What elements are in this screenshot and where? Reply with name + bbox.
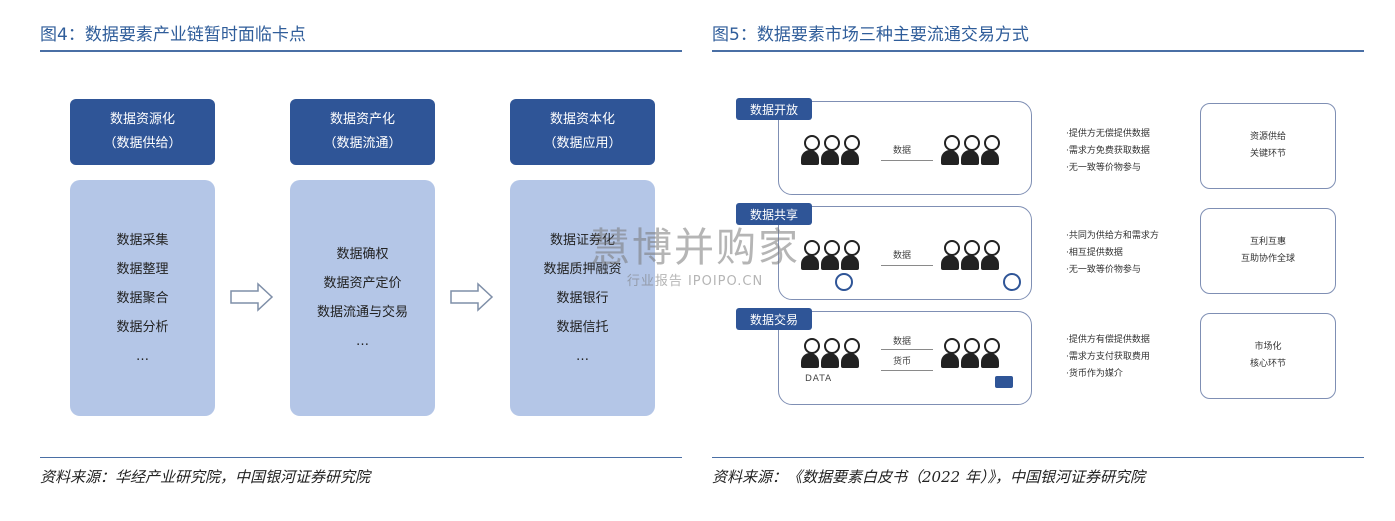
column-3-item: 数据信托 bbox=[556, 319, 609, 335]
people-group-icon bbox=[941, 135, 1000, 167]
bullet: ·需求方免费获取数据 bbox=[1066, 146, 1150, 156]
column-2-item: 数据流通与交易 bbox=[316, 305, 408, 320]
right-title-rule bbox=[712, 50, 1364, 52]
bullet: ·相互提供数据 bbox=[1066, 248, 1123, 258]
left-figure-title: 图4：数据要素产业链暂时面临卡点 bbox=[40, 25, 306, 45]
row-1-bullets: ·提供方无偿提供数据 ·需求方免费获取数据 ·无一致等价物参与 bbox=[1066, 126, 1150, 177]
right-figure-panel: 数据 数据开放 ·提供方无偿提供数据 ·需求方免费获取数据 ·无一致等价物参与 … bbox=[728, 76, 1368, 456]
column-1-item: 数据采集 bbox=[116, 232, 169, 248]
row-3-mid-top: 数据 bbox=[893, 337, 912, 347]
people-group-icon bbox=[801, 338, 860, 370]
watermark-main: 慧博并购家 bbox=[590, 225, 800, 271]
side-text: 关键环节 bbox=[1249, 149, 1286, 159]
column-1-body: 数据采集 数据整理 数据聚合 数据分析 … bbox=[70, 180, 215, 416]
flow-line bbox=[881, 349, 933, 350]
arrow-icon bbox=[230, 282, 274, 312]
watermark: 慧博并购家 行业报告 IPOIPO.CN bbox=[590, 226, 800, 289]
people-group-icon bbox=[801, 135, 860, 167]
right-figure-title: 图5：数据要素市场三种主要流通交易方式 bbox=[712, 25, 1029, 45]
people-group-icon bbox=[941, 338, 1000, 370]
column-2-header-line1: 数据资产化 bbox=[329, 112, 395, 127]
column-1-header-line2: （数据供给） bbox=[103, 136, 182, 151]
flow-line bbox=[881, 160, 933, 161]
left-source-rule bbox=[40, 457, 682, 458]
left-figure-panel: 数据资源化 （数据供给） 数据采集 数据整理 数据聚合 数据分析 … 数据资产化… bbox=[40, 76, 680, 456]
left-title-rule bbox=[40, 50, 682, 52]
column-2-header-line2: （数据流通） bbox=[323, 136, 402, 151]
column-2-item: 数据资产定价 bbox=[323, 276, 402, 291]
column-3-header-line2: （数据应用） bbox=[543, 136, 622, 151]
sync-icon bbox=[1003, 273, 1021, 291]
left-figure-source: 资料来源：华经产业研究院，中国银河证券研究院 bbox=[40, 468, 371, 486]
column-3-header-line1: 数据资本化 bbox=[549, 112, 615, 127]
people-group-icon bbox=[801, 240, 860, 272]
column-3-header: 数据资本化 （数据应用） bbox=[510, 99, 655, 165]
column-3-item: 数据质押融资 bbox=[543, 261, 622, 277]
row-3-mid-bottom: 货币 bbox=[893, 357, 912, 367]
bullet: ·提供方无偿提供数据 bbox=[1066, 129, 1150, 139]
bullet: ·需求方支付获取费用 bbox=[1066, 352, 1150, 362]
row-2-mid-label: 数据 bbox=[893, 251, 912, 261]
column-1-header: 数据资源化 （数据供给） bbox=[70, 99, 215, 165]
column-1-header-line1: 数据资源化 bbox=[109, 112, 175, 127]
row-1-box: 数据 bbox=[778, 101, 1032, 195]
flow-line bbox=[881, 370, 933, 371]
column-3-item: … bbox=[576, 348, 589, 364]
row-2-tag: 数据共享 bbox=[736, 203, 813, 225]
side-text: 互利互惠 bbox=[1249, 237, 1286, 247]
column-1-item: 数据聚合 bbox=[116, 290, 169, 306]
row-3-side-box: 市场化 核心环节 bbox=[1200, 313, 1336, 399]
row-1-side-box: 资源供给 关键环节 bbox=[1200, 103, 1336, 189]
row-3-data-caption: DATA bbox=[805, 374, 833, 384]
row-3-tag: 数据交易 bbox=[736, 308, 813, 330]
watermark-sub: 行业报告 IPOIPO.CN bbox=[626, 274, 764, 289]
column-3-item: 数据证券化 bbox=[549, 232, 615, 248]
bullet: ·提供方有偿提供数据 bbox=[1066, 335, 1150, 345]
row-2-bullets: ·共同为供给方和需求方 ·相互提供数据 ·无一致等价物参与 bbox=[1066, 228, 1159, 279]
money-icon bbox=[995, 376, 1013, 388]
people-group-icon bbox=[941, 240, 1000, 272]
right-figure-source: 资料来源：《数据要素白皮书（2022 年）》，中国银河证券研究院 bbox=[712, 468, 1145, 486]
sync-icon bbox=[835, 273, 853, 291]
bullet: ·无一致等价物参与 bbox=[1066, 265, 1141, 275]
column-3-item: 数据银行 bbox=[556, 290, 609, 306]
side-text: 互助协作全球 bbox=[1240, 254, 1295, 264]
right-source-rule bbox=[712, 457, 1364, 458]
column-1-item: 数据整理 bbox=[116, 261, 169, 277]
row-1-tag: 数据开放 bbox=[736, 98, 813, 120]
column-2-header: 数据资产化 （数据流通） bbox=[290, 99, 435, 165]
side-text: 核心环节 bbox=[1249, 359, 1286, 369]
row-2-box: 数据 bbox=[778, 206, 1032, 300]
column-2-item: 数据确权 bbox=[336, 247, 389, 262]
bullet: ·无一致等价物参与 bbox=[1066, 163, 1141, 173]
column-1-item: … bbox=[136, 348, 149, 364]
column-2-item: … bbox=[356, 334, 369, 349]
column-2-body: 数据确权 数据资产定价 数据流通与交易 … bbox=[290, 180, 435, 416]
arrow-icon bbox=[450, 282, 494, 312]
row-3-bullets: ·提供方有偿提供数据 ·需求方支付获取费用 ·货币作为媒介 bbox=[1066, 332, 1150, 383]
column-3-body: 数据证券化 数据质押融资 数据银行 数据信托 … bbox=[510, 180, 655, 416]
side-text: 资源供给 bbox=[1249, 132, 1286, 142]
column-1-item: 数据分析 bbox=[116, 319, 169, 335]
bullet: ·货币作为媒介 bbox=[1066, 369, 1123, 379]
row-2-side-box: 互利互惠 互助协作全球 bbox=[1200, 208, 1336, 294]
row-3-box: DATA 数据 货币 bbox=[778, 311, 1032, 405]
side-text: 市场化 bbox=[1254, 342, 1282, 352]
row-1-mid-label: 数据 bbox=[893, 146, 912, 156]
flow-line bbox=[881, 265, 933, 266]
bullet: ·共同为供给方和需求方 bbox=[1066, 231, 1159, 241]
